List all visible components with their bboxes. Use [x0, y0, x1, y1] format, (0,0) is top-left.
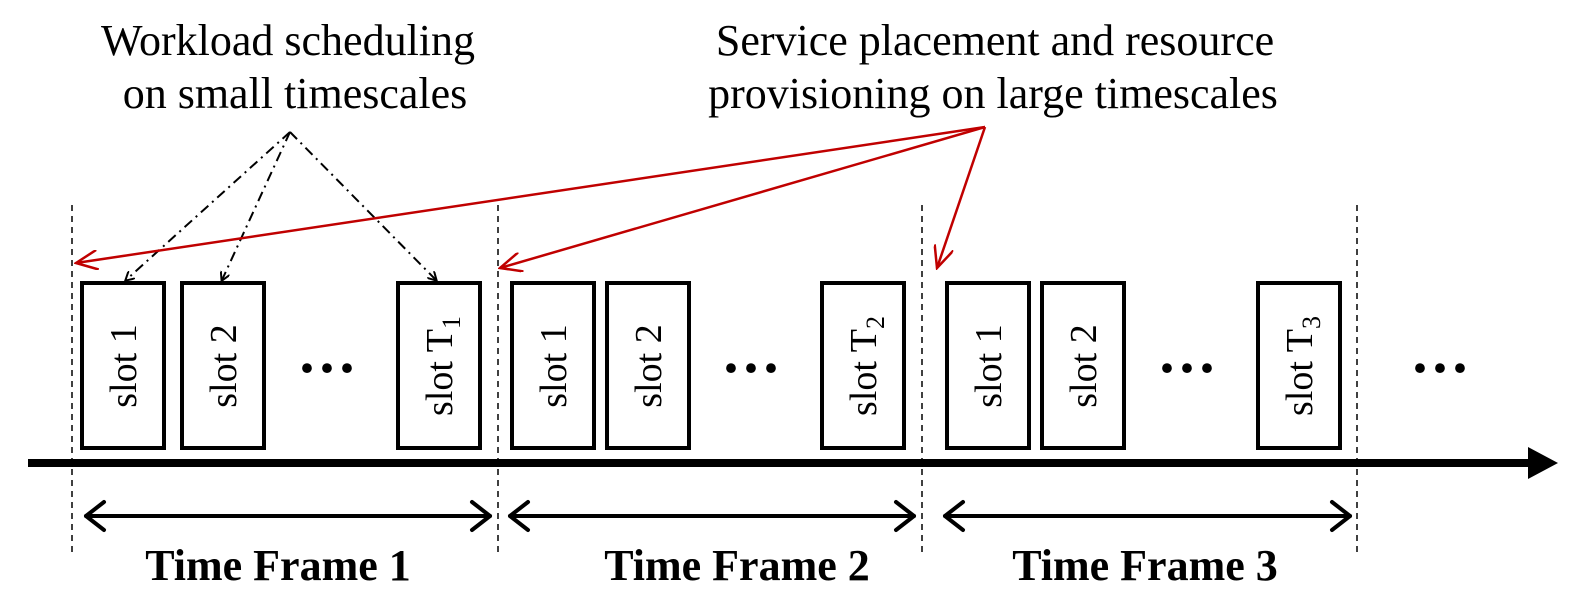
slot-label: slot T1: [419, 316, 466, 416]
frame-span-arrow: [84, 500, 492, 532]
small-timescale-arrow: [126, 131, 291, 280]
large-timescale-arrow: [500, 125, 986, 268]
slot-box: [820, 281, 906, 450]
time-frame-1-label: Time Frame 1: [145, 541, 411, 590]
time-frame-3-slots: slot 1 slot 2 ··· slot T3: [945, 281, 1342, 450]
ellipsis: ···: [721, 335, 781, 401]
frame-span-arrow: [943, 500, 1352, 532]
large-timescale-arrow: [76, 125, 986, 263]
slot-label: slot 2: [203, 324, 245, 407]
time-frame-3-label: Time Frame 3: [1012, 541, 1278, 590]
slot-box: [510, 281, 596, 450]
time-frame-2-slots: slot 1 slot 2 ··· slot T2: [510, 281, 906, 450]
time-frame-1-slots: slot 1 slot 2 ··· slot T1: [80, 281, 482, 450]
slot-box: [945, 281, 1031, 450]
slot-label: slot 1: [533, 324, 575, 407]
small-timescale-arrows: [126, 131, 436, 280]
trailing-ellipsis: ···: [1410, 335, 1470, 401]
time-frame-2-label: Time Frame 2: [604, 541, 870, 590]
slot-label: slot 2: [628, 324, 670, 407]
large-timescale-label-line2: provisioning on large timescales: [708, 69, 1278, 118]
frame-span-arrow: [508, 500, 916, 532]
slot-box: [605, 281, 691, 450]
small-timescale-arrow: [289, 131, 436, 280]
slot-box: [1256, 281, 1342, 450]
slot-label: slot 2: [1063, 324, 1105, 407]
timeline-axis: [28, 447, 1558, 479]
small-timescale-label-line2: on small timescales: [123, 69, 468, 118]
slot-label: slot T3: [1279, 316, 1326, 416]
slot-label: slot 1: [103, 324, 145, 407]
ellipsis: ···: [1157, 335, 1217, 401]
slot-box: [180, 281, 266, 450]
small-timescale-arrow: [222, 131, 291, 280]
ellipsis: ···: [297, 335, 357, 401]
large-timescale-arrows: [76, 125, 987, 268]
slot-box: [1040, 281, 1126, 450]
large-timescale-arrow: [937, 126, 987, 268]
slot-box: [80, 281, 166, 450]
large-timescale-label-line1: Service placement and resource: [716, 16, 1274, 65]
small-timescale-label-line1: Workload scheduling: [101, 16, 475, 65]
slot-label: slot T2: [843, 316, 890, 416]
frame-span-arrows: [84, 500, 1352, 532]
slot-box: [396, 281, 482, 450]
slot-label: slot 1: [968, 324, 1010, 407]
timeline-arrowhead: [1528, 447, 1558, 479]
